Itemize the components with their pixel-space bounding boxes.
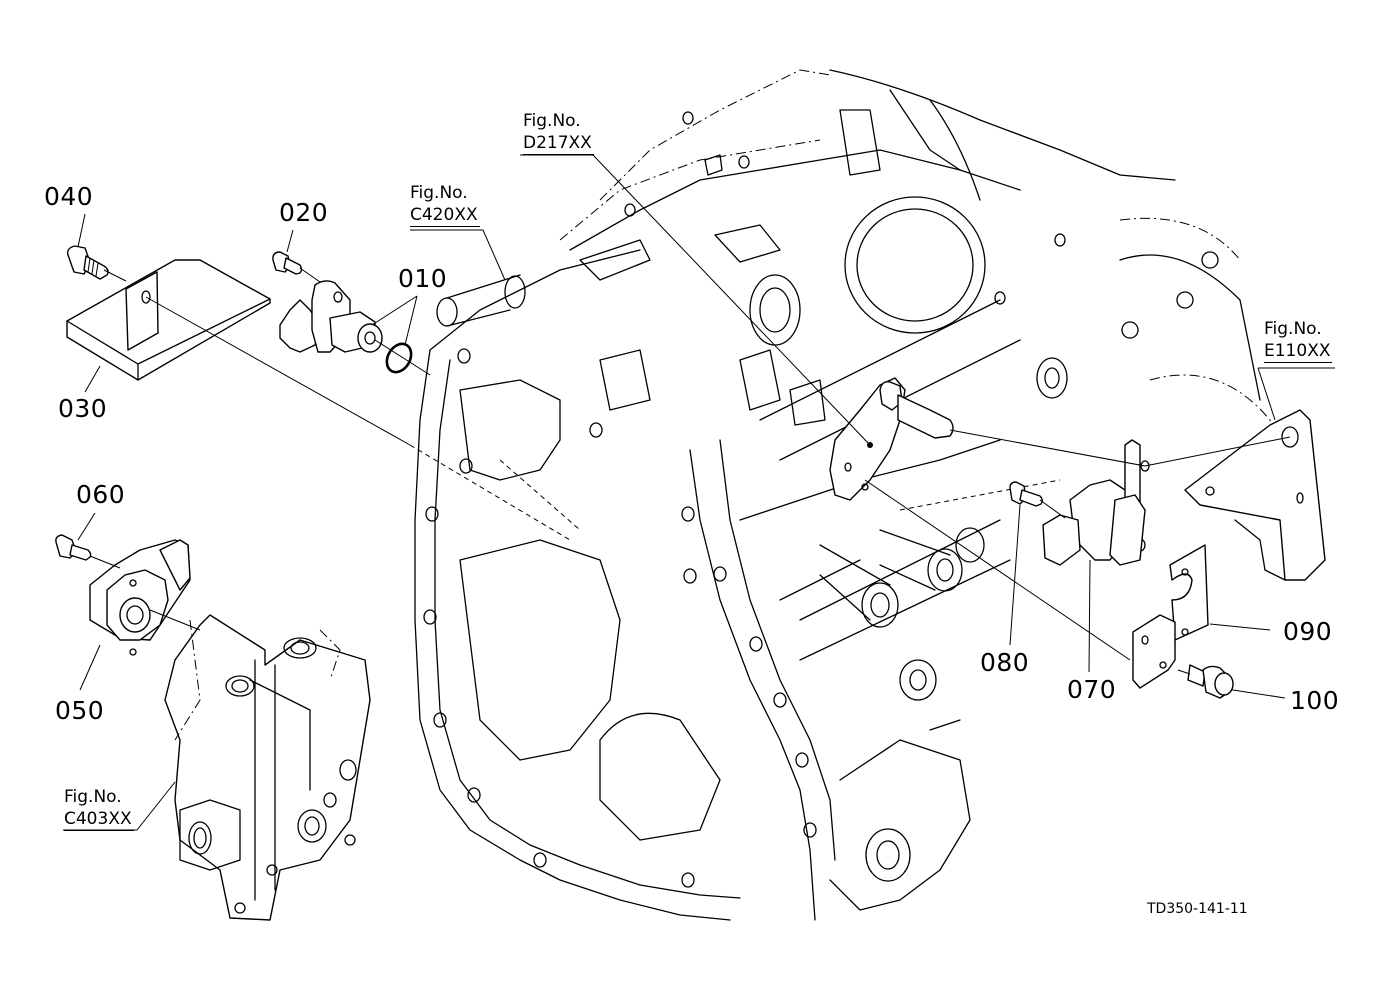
part-050-sensor: [89, 539, 191, 656]
part-label-060[interactable]: 060: [76, 480, 126, 509]
part-100-bolt: [1187, 664, 1234, 699]
part-label-030[interactable]: 030: [58, 394, 108, 423]
valve-block: [164, 614, 371, 921]
drawing-id: TD350-141-11: [1147, 901, 1248, 917]
part-label-080[interactable]: 080: [980, 648, 1030, 677]
assembly-lines: [89, 267, 1291, 675]
fig-ref-c420xx[interactable]: Fig.No. C420XX: [410, 182, 480, 227]
leader-lines: [63, 154, 1335, 831]
part-090-bracket: [1132, 544, 1209, 689]
part-label-020[interactable]: 020: [279, 198, 329, 227]
fig-ref-code: E110XX: [1264, 341, 1333, 363]
fig-ref-prefix: Fig.No.: [523, 111, 581, 131]
fig-ref-code: D217XX: [523, 133, 594, 155]
part-080-bolt: [1009, 481, 1043, 507]
fig-ref-prefix: Fig.No.: [64, 787, 122, 807]
part-030-plate: [66, 259, 271, 381]
part-label-090[interactable]: 090: [1283, 617, 1333, 646]
part-040-bolt: [66, 245, 109, 280]
d217-bracket: [829, 377, 954, 501]
part-020-bolt: [272, 251, 303, 275]
part-010-sensor: [279, 280, 383, 353]
part-010-o-ring: [385, 342, 413, 374]
fig-ref-d217xx[interactable]: Fig.No. D217XX: [523, 110, 594, 155]
fig-ref-prefix: Fig.No.: [1264, 319, 1322, 339]
part-060-bolt: [55, 534, 92, 561]
fig-ref-code: C403XX: [64, 809, 134, 831]
fig-ref-prefix: Fig.No.: [410, 183, 468, 203]
part-label-100[interactable]: 100: [1290, 686, 1340, 715]
e110-plate: [1184, 409, 1326, 581]
flange-bolt-holes: [423, 111, 1066, 888]
fig-ref-e110xx[interactable]: Fig.No. E110XX: [1264, 318, 1333, 363]
part-label-050[interactable]: 050: [55, 696, 105, 725]
fig-ref-c403xx[interactable]: Fig.No. C403XX: [64, 786, 134, 831]
part-label-070[interactable]: 070: [1067, 675, 1117, 704]
fig-ref-code: C420XX: [410, 205, 480, 227]
part-label-040[interactable]: 040: [44, 182, 94, 211]
part-label-010[interactable]: 010: [398, 264, 448, 293]
part-070-sensor: [1042, 439, 1150, 566]
